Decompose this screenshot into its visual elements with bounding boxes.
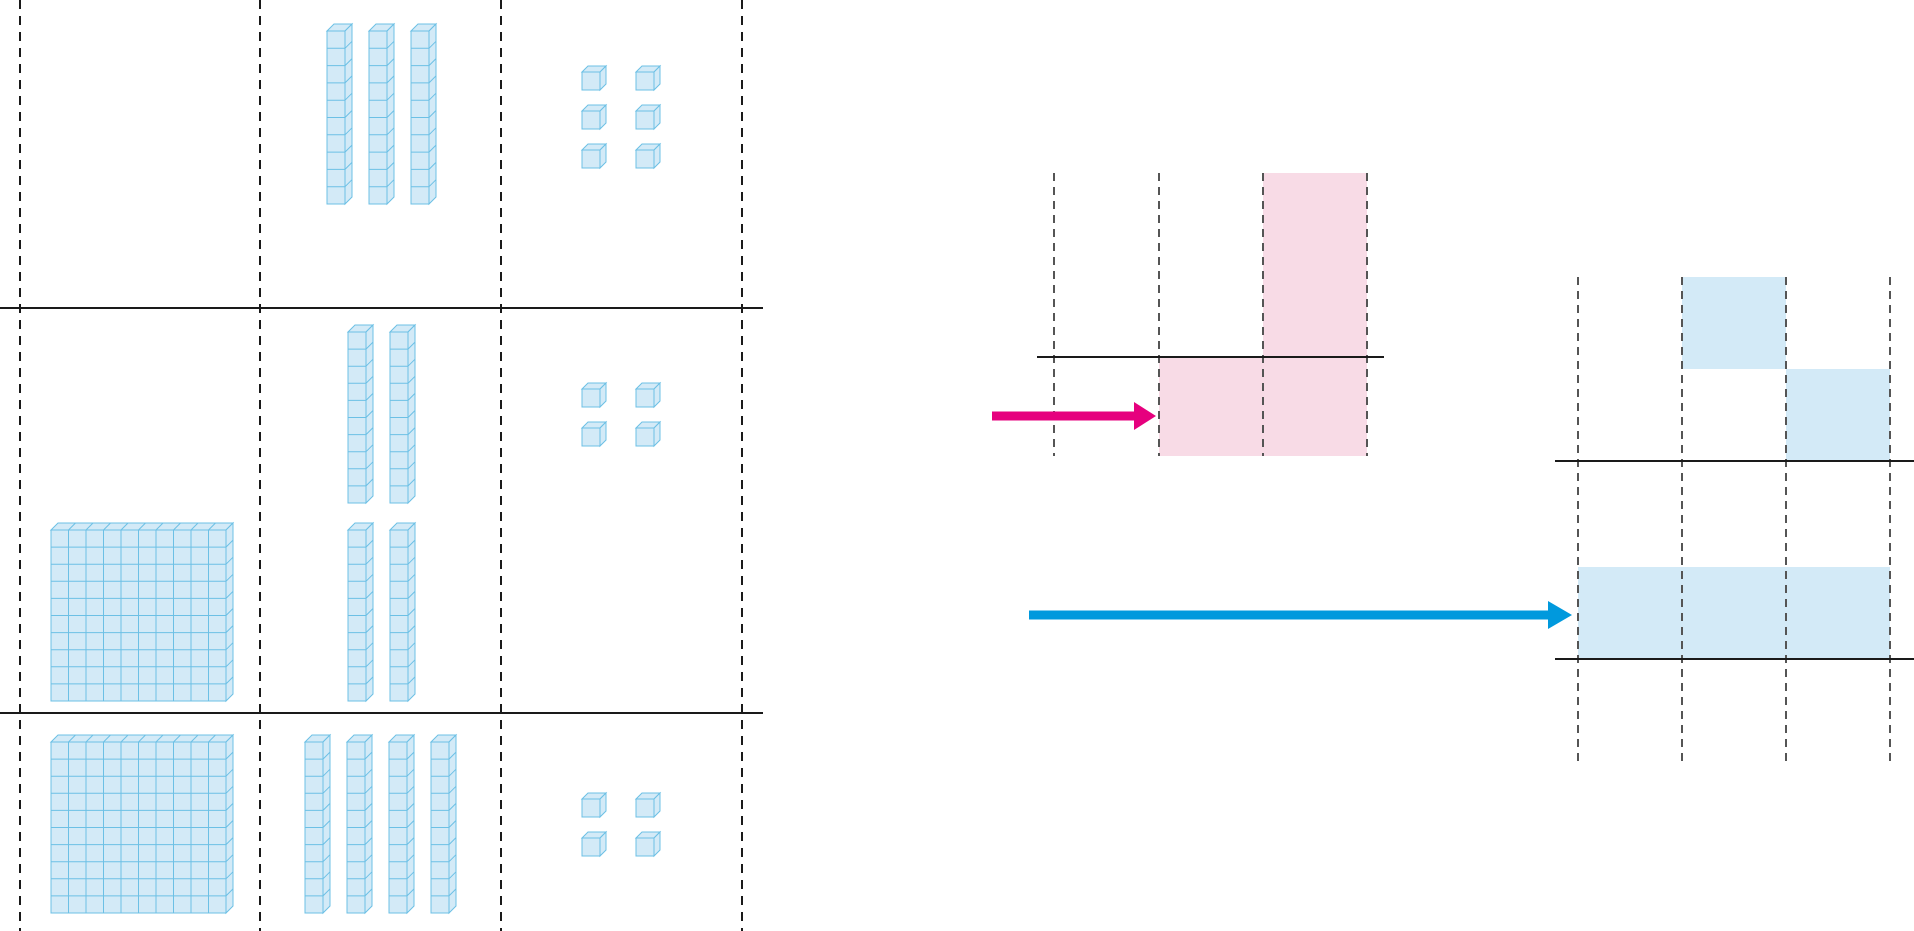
- ten-rod-icon: [346, 521, 375, 703]
- ten-rod-icon: [325, 22, 354, 206]
- unit-cube-icon: [634, 142, 662, 170]
- ten-rod-icon: [303, 733, 332, 915]
- unit-cube-icon: [580, 791, 608, 819]
- ten-rod-icon: [409, 22, 438, 206]
- ten-rod-icon: [346, 323, 375, 505]
- ten-rod-icon: [388, 521, 417, 703]
- unit-cube-icon: [580, 381, 608, 409]
- unit-cube-icon: [634, 830, 662, 858]
- blue-regroup-diagram: [1029, 277, 1914, 765]
- unit-cube-icon: [634, 381, 662, 409]
- pink-regroup-diagram: [992, 173, 1384, 456]
- blue-second-bar: [1786, 369, 1890, 461]
- chart-row-rules: [0, 307, 763, 714]
- pink-low-bar: [1159, 357, 1263, 456]
- ten-rod-icon: [367, 22, 396, 206]
- unit-cube-icon: [634, 791, 662, 819]
- pink-arrow: [992, 402, 1156, 430]
- arrow-right-icon: [1548, 601, 1572, 629]
- unit-cube-icon: [634, 420, 662, 448]
- pink-tall-bar: [1263, 173, 1367, 456]
- blue-arrow: [1029, 601, 1572, 629]
- unit-cube-icon: [634, 64, 662, 92]
- base-ten-blocks: [49, 22, 662, 915]
- ten-rod-icon: [388, 323, 417, 505]
- unit-cube-icon: [580, 420, 608, 448]
- unit-cube-icon: [580, 830, 608, 858]
- ten-rod-icon: [429, 733, 458, 915]
- chart-column-dividers: [19, 0, 743, 931]
- hundred-flat-icon: [49, 733, 235, 915]
- hundred-flat-icon: [49, 521, 235, 703]
- blue-dashed-columns: [1577, 277, 1891, 765]
- unit-cube-icon: [580, 64, 608, 92]
- blue-top-bar: [1682, 277, 1786, 369]
- blue-wide-bar: [1578, 567, 1890, 659]
- ten-rod-icon: [345, 733, 374, 915]
- place-value-chart: [0, 0, 763, 931]
- unit-cube-icon: [634, 103, 662, 131]
- unit-cube-icon: [580, 142, 608, 170]
- ten-rod-icon: [387, 733, 416, 915]
- unit-cube-icon: [580, 103, 608, 131]
- arrow-right-icon: [1134, 402, 1156, 430]
- pink-dashed-columns: [1053, 173, 1368, 456]
